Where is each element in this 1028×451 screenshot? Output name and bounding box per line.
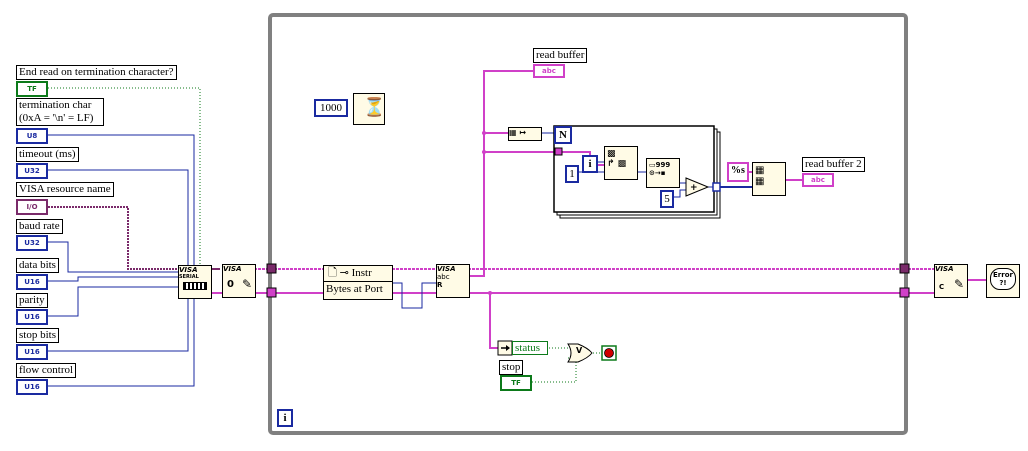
svg-text:+: + <box>690 183 698 193</box>
pen-icon: ✎ <box>241 277 252 291</box>
timeout-label: timeout (ms) <box>16 147 79 162</box>
while-loop-iteration-terminal: i <box>277 409 293 427</box>
baud-terminal[interactable]: U32 <box>16 235 48 251</box>
term-char-terminal[interactable]: U8 <box>16 128 48 144</box>
stop-terminal[interactable]: TF <box>500 375 532 391</box>
end-read-terminal[interactable]: TF <box>16 81 48 97</box>
term-char-label: termination char (0xA = '\n' = LF) <box>16 98 104 126</box>
status-branch-wire <box>489 293 498 349</box>
tunnel-resource-in <box>266 263 277 274</box>
parity-label: parity <box>16 293 48 308</box>
metronome-icon: ⏳ <box>363 97 385 118</box>
one-constant[interactable]: 1 <box>565 165 579 183</box>
resource-wire <box>48 206 178 270</box>
add-function[interactable] <box>685 177 710 197</box>
baud-label: baud rate <box>16 219 63 234</box>
databits-wire <box>48 276 178 282</box>
error-title: Error <box>993 271 1013 279</box>
flow-label: flow control <box>16 363 77 378</box>
wait-ms-node[interactable]: ⏳ <box>353 93 385 125</box>
visa-serial-title: VISA <box>179 266 198 274</box>
parity-wire <box>48 286 178 317</box>
spreadsheet-icon: ▦▦ <box>755 165 765 187</box>
for-loop-count-terminal[interactable]: N <box>554 126 572 144</box>
clock-icon: 0 <box>227 279 234 290</box>
or-symbol: V <box>576 346 583 355</box>
string-length-icon: ▦ ↦ <box>509 128 527 137</box>
timeout-wire <box>48 169 189 268</box>
visa-close-title: VISA <box>935 265 954 273</box>
array-to-spreadsheet-function[interactable]: ▦▦ <box>752 162 786 196</box>
for-loop-tunnel-in <box>554 147 563 156</box>
read-buffer-2-label: read buffer 2 <box>802 157 865 172</box>
tunnel-error-in <box>266 287 277 298</box>
read-buffer-label: read buffer <box>533 48 588 63</box>
termchar-wire <box>48 134 195 266</box>
visa-read-sub: abc <box>437 273 450 281</box>
for-loop-iteration-terminal: i <box>582 155 598 173</box>
visa-serial-sub: SERIAL <box>179 274 199 280</box>
stop-bits-terminal[interactable]: U16 <box>16 344 48 360</box>
error-sub: ?! <box>999 279 1007 287</box>
parity-terminal[interactable]: U16 <box>16 309 48 325</box>
while-loop-frame[interactable] <box>268 13 908 435</box>
format-string-constant[interactable]: %s <box>727 162 749 182</box>
baud-wire <box>48 241 178 273</box>
stopbits-wire <box>48 298 189 352</box>
string-length-function[interactable]: ▦ ↦ <box>508 127 542 141</box>
property-node[interactable]: 🗋 ⊸ Instr Bytes at Port <box>323 265 393 300</box>
read-buffer-terminal[interactable]: abc <box>533 64 565 78</box>
visa-read-title: VISA <box>437 265 456 273</box>
reference-icon: 🗋 ⊸ <box>328 267 349 279</box>
read-buffer-2-terminal[interactable]: abc <box>802 173 834 187</box>
read-buffer-wire <box>468 70 534 277</box>
string-subset-function[interactable]: ▩↱ ▩ <box>604 146 638 180</box>
resource-label: VISA resource name <box>16 182 114 197</box>
serial-port-icon <box>183 282 207 290</box>
visa-configure-serial-node[interactable]: VISA SERIAL <box>178 265 212 299</box>
data-bits-terminal[interactable]: U16 <box>16 274 48 290</box>
flow-wire <box>48 298 195 387</box>
tunnel-resource-out <box>899 263 910 274</box>
stop-label: stop <box>499 360 524 375</box>
visa-close-node[interactable]: VISA C ✎ <box>934 264 968 298</box>
decimal-string-icon: ▭999⊙→▪ <box>649 161 671 177</box>
string-subset-icon: ▩↱ ▩ <box>607 149 627 169</box>
tunnel-error-out <box>899 287 910 298</box>
timeout-terminal[interactable]: U32 <box>16 163 48 179</box>
visa-read-r: R <box>437 281 443 289</box>
property-bytes-at-port[interactable]: Bytes at Port <box>326 283 383 295</box>
or-function[interactable] <box>567 343 593 363</box>
wait-ms-constant[interactable]: 1000 <box>314 99 348 117</box>
speech-bubble-icon: Error ?! <box>990 268 1016 290</box>
end-read-label: End read on termination character? <box>16 65 177 80</box>
data-bits-label: data bits <box>16 258 59 273</box>
pen-icon: ✎ <box>953 277 964 291</box>
visa-open-title: VISA <box>223 265 242 273</box>
decimal-string-to-number-function[interactable]: ▭999⊙→▪ <box>646 158 680 188</box>
flow-terminal[interactable]: U16 <box>16 379 48 395</box>
bytes-count-wire <box>392 282 436 309</box>
resource-terminal[interactable]: I/O <box>16 199 48 215</box>
five-constant[interactable]: 5 <box>660 190 674 208</box>
stop-bits-label: stop bits <box>16 328 59 343</box>
simple-error-handler-node[interactable]: Error ?! <box>986 264 1020 298</box>
visa-close-c: C <box>939 283 945 291</box>
status-element[interactable]: status <box>512 341 548 355</box>
visa-set-attribute-node[interactable]: VISA 0 ✎ <box>222 264 256 298</box>
for-loop-tunnel-out <box>712 182 721 192</box>
property-class: Instr <box>351 267 372 279</box>
visa-read-node[interactable]: VISA abc R <box>436 264 470 298</box>
